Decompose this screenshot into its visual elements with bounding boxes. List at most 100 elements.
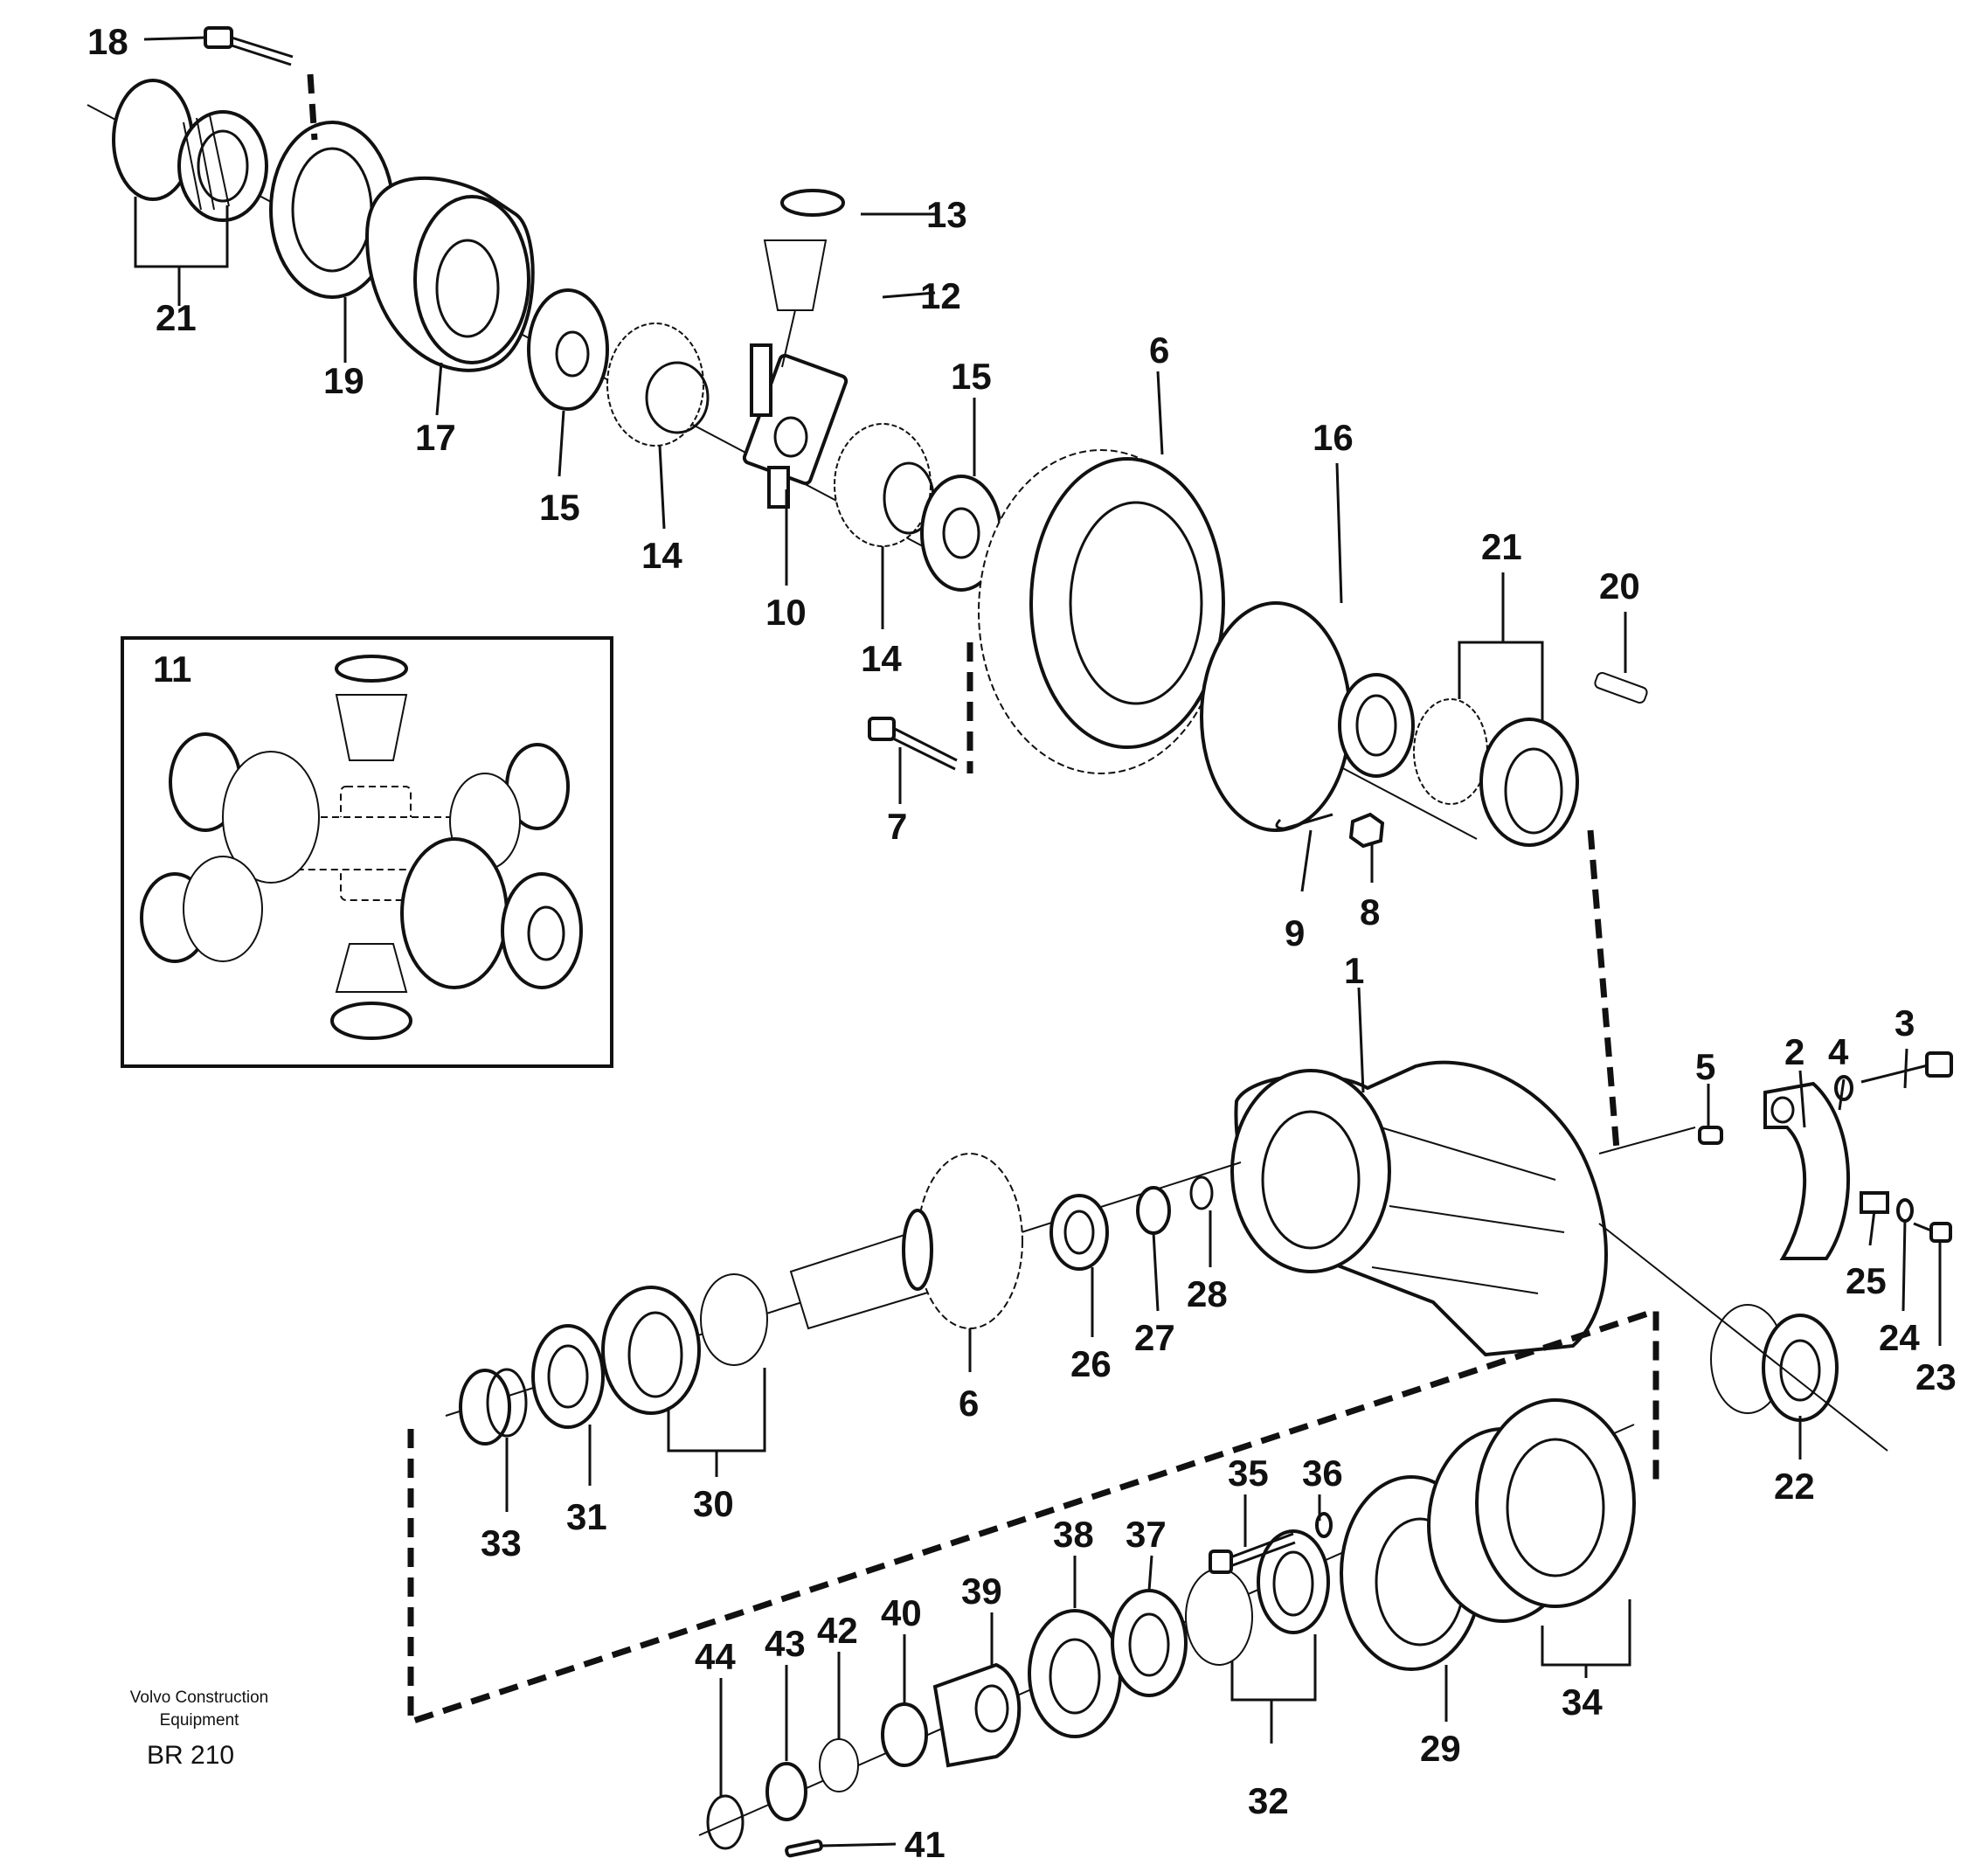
inset-11-spider-gears [121, 636, 613, 1068]
part-27-washer [1136, 1186, 1171, 1235]
callout-16: 16 [1313, 417, 1354, 458]
callout-6-pinion: 6 [959, 1383, 979, 1424]
callout-19: 19 [323, 360, 364, 401]
part-17-diff-housing [364, 176, 535, 372]
callout-24: 24 [1879, 1317, 1920, 1358]
callout-15-right: 15 [951, 356, 992, 397]
leader-lines [134, 36, 1942, 1848]
callout-36: 36 [1302, 1453, 1343, 1494]
callout-labels: 1 2 3 4 5 6 6 7 8 9 10 11 12 13 14 14 15… [87, 21, 1957, 1865]
callout-14-right: 14 [861, 638, 902, 679]
callout-25: 25 [1846, 1260, 1887, 1301]
callout-11: 11 [153, 648, 191, 690]
part-15-washer-left [527, 288, 609, 411]
callout-27: 27 [1134, 1317, 1175, 1358]
part-41-pin [785, 1839, 823, 1858]
differential-assembly [87, 26, 1648, 1150]
part-33-spacer [459, 1368, 528, 1446]
callout-33: 33 [481, 1522, 522, 1563]
part-8-castle-nut [1348, 812, 1385, 849]
callout-8: 8 [1360, 891, 1380, 933]
callout-14-left: 14 [641, 535, 682, 576]
callout-34: 34 [1562, 1681, 1603, 1723]
callout-9: 9 [1285, 912, 1305, 953]
callout-17: 17 [415, 417, 456, 458]
part-25-lock-plate [1860, 1191, 1889, 1214]
callout-21-right: 21 [1481, 526, 1522, 567]
footer: Volvo Construction Equipment BR 210 [130, 1688, 268, 1770]
axis-line-22 [1598, 1223, 1888, 1452]
footer-brand-line1: Volvo Construction [130, 1688, 268, 1707]
callout-5: 5 [1695, 1046, 1715, 1087]
part-40-washer [881, 1702, 928, 1767]
part-6-pinion-shaft [789, 1153, 1023, 1330]
callout-29: 29 [1420, 1728, 1461, 1769]
part-5-sleeve [1698, 1126, 1723, 1145]
part-26-pilot-bearing [1049, 1194, 1109, 1271]
callout-35: 35 [1228, 1453, 1269, 1494]
part-9-cotter-pin [1275, 813, 1333, 830]
callout-30: 30 [693, 1483, 734, 1524]
part-12-pinion-gear [763, 239, 828, 368]
callout-18: 18 [87, 21, 128, 62]
callout-15-left: 15 [539, 487, 580, 528]
part-35-bolt [1209, 1532, 1296, 1574]
part-24-washer [1896, 1198, 1914, 1223]
part-13-thrust-washer [780, 189, 845, 217]
footer-brand-line2: Equipment [160, 1711, 240, 1730]
callout-4: 4 [1828, 1031, 1849, 1072]
part-43-washer [765, 1762, 807, 1821]
part-16-diff-housing-half [1200, 601, 1415, 832]
flange-assembly [698, 1398, 1636, 1858]
part-32-bearing [1185, 1529, 1330, 1666]
part-30-bearing [601, 1273, 768, 1415]
footer-diagram-code: BR 210 [147, 1741, 234, 1770]
part-14-side-gear-right [834, 423, 935, 547]
part-2-clamp [1763, 1081, 1851, 1260]
callout-20: 20 [1599, 565, 1640, 607]
callout-10: 10 [765, 592, 807, 633]
callout-40: 40 [881, 1592, 922, 1633]
part-1-axle-housing [1230, 1060, 1608, 1357]
part-28-snap-ring [1189, 1175, 1214, 1210]
part-21-bearing-left [112, 79, 268, 222]
part-21-bearing-right [1413, 698, 1579, 847]
callout-26: 26 [1070, 1343, 1112, 1384]
part-6-crown-wheel [978, 449, 1225, 774]
part-37-seal [1111, 1589, 1188, 1697]
part-22-adjusting-nut [1710, 1304, 1839, 1422]
callout-43: 43 [765, 1623, 806, 1664]
callout-3: 3 [1894, 1002, 1915, 1043]
assembly-line-21 [1587, 829, 1620, 1150]
part-7-bolt [868, 717, 958, 771]
callout-42: 42 [817, 1610, 858, 1651]
callout-39: 39 [961, 1570, 1002, 1612]
callout-13: 13 [926, 194, 967, 235]
callout-21-left: 21 [156, 297, 197, 338]
part-38-slinger [1028, 1609, 1122, 1738]
callout-41: 41 [904, 1824, 946, 1865]
callout-37: 37 [1126, 1514, 1167, 1555]
callout-31: 31 [566, 1496, 607, 1537]
part-20-stud [1594, 671, 1648, 704]
callout-28: 28 [1187, 1273, 1228, 1314]
callout-6-crown: 6 [1149, 329, 1169, 371]
part-39-yoke [932, 1662, 1022, 1768]
part-23-bolt [1913, 1222, 1952, 1243]
assembly-line-18 [307, 73, 318, 141]
part-31-seal [531, 1324, 605, 1429]
callout-23: 23 [1915, 1356, 1957, 1397]
callout-7: 7 [887, 806, 907, 847]
part-10-spider-cross [742, 343, 849, 509]
callout-22: 22 [1774, 1466, 1815, 1507]
callout-38: 38 [1053, 1514, 1094, 1555]
pinion-assembly [445, 1153, 1242, 1446]
part-14-side-gear-left [606, 322, 710, 447]
part-18-bolt [204, 26, 294, 66]
callout-1: 1 [1344, 950, 1364, 991]
callout-2: 2 [1784, 1031, 1804, 1072]
callout-44: 44 [695, 1636, 736, 1677]
part-42-nut [819, 1738, 859, 1792]
part-44-circlip [706, 1794, 745, 1850]
